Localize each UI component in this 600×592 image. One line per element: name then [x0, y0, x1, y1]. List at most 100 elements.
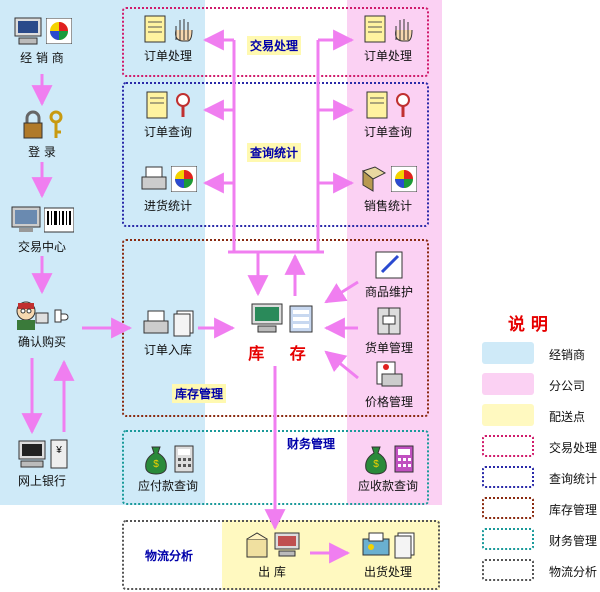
legend-swatch: [482, 342, 534, 364]
trade-left-node: 订单处理: [132, 12, 204, 63]
query-right-bottom-label: 销售统计: [363, 199, 412, 213]
trade-box: [122, 7, 429, 77]
query-left-top-label: 订单查询: [143, 125, 192, 139]
pen-icon: [375, 251, 403, 279]
hand-icon: [174, 19, 192, 42]
query-right-bottom-node: 销售统计: [352, 162, 424, 213]
product-maintenance-node: 商品维护: [358, 248, 420, 299]
query-right-top-node: 订单查询: [352, 88, 424, 139]
dealer-label: 经 销 商: [20, 51, 64, 65]
book-icon: [361, 166, 386, 192]
stock-node: 库 存: [232, 300, 332, 364]
computer-icon: [274, 532, 299, 557]
fax-icon: [362, 532, 389, 556]
query-right-top-label: 订单查询: [363, 125, 412, 139]
calculator-icon: [174, 445, 193, 473]
trade-right-node: 订单处理: [352, 12, 424, 63]
money-bag-icon: $: [144, 446, 167, 475]
legend-label: 库存管理: [549, 503, 598, 517]
computer-icon: [251, 303, 283, 333]
online-bank-node: ¥ 网上银行: [2, 437, 82, 488]
finance-section-label: 财务管理: [287, 437, 336, 451]
pie-chart-icon: [390, 166, 417, 192]
database-icon: [289, 305, 313, 333]
trade-right-label: 订单处理: [363, 49, 412, 63]
legend-swatch: [482, 528, 534, 550]
magnifier-icon: [175, 93, 190, 117]
login-node: 登 录: [2, 108, 82, 159]
dealer-node: 经 销 商: [2, 14, 82, 65]
legend-swatch: [482, 497, 534, 519]
document-icon: [144, 15, 165, 43]
legend-label: 物流分析: [549, 565, 598, 579]
query-left-bottom-node: 进货统计: [132, 162, 204, 213]
price-management-node: 价格管理: [358, 358, 420, 409]
legend-label: 经销商: [549, 348, 586, 362]
trading-center-label: 交易中心: [17, 240, 66, 254]
svg-text:$: $: [373, 459, 379, 470]
login-label: 登 录: [28, 145, 56, 159]
legend-label: 查询统计: [549, 472, 598, 486]
person-icon: [16, 301, 48, 330]
product-maintenance-label: 商品维护: [364, 285, 413, 299]
legend-label: 财务管理: [549, 534, 598, 548]
pointing-hand-icon: [54, 309, 68, 323]
computer-icon: [14, 17, 41, 45]
price-sheet-icon: [376, 361, 403, 387]
logistics-section-label: 物流分析: [145, 549, 194, 563]
padlock-icon: [23, 110, 42, 139]
payable-query-label: 应付款查询: [137, 479, 198, 493]
svg-text:¥: ¥: [55, 445, 62, 456]
printer-icon: [141, 166, 166, 190]
legend-label: 配送点: [549, 410, 586, 424]
paper-stack-icon: [173, 310, 193, 337]
key-icon: [49, 110, 62, 138]
query-left-top-node: 订单查询: [132, 88, 204, 139]
pie-chart-icon: [45, 18, 72, 44]
box-icon: [246, 532, 267, 558]
query-section-label: 查询统计: [247, 143, 302, 162]
confirm-purchase-label: 确认购买: [17, 335, 66, 349]
computer-icon: [18, 440, 45, 468]
pie-chart-icon: [170, 166, 197, 192]
magnifier-icon: [395, 93, 410, 117]
shipping-label: 出货处理: [363, 565, 412, 579]
query-left-bottom-label: 进货统计: [143, 199, 192, 213]
outbound-node: 出 库: [232, 528, 312, 579]
shelf-management-node: 货单管理: [358, 304, 420, 355]
receivable-query-label: 应收款查询: [357, 479, 418, 493]
paper-stack-icon: [394, 532, 414, 559]
atm-icon: ¥: [50, 439, 67, 469]
legend-swatch: [482, 404, 534, 426]
svg-text:$: $: [153, 459, 159, 470]
price-management-label: 价格管理: [364, 395, 413, 409]
monitor-icon: [11, 206, 40, 232]
receivable-query-node: $ 应收款查询: [348, 442, 428, 493]
trading-center-node: 交易中心: [2, 203, 82, 254]
document-icon: [146, 91, 167, 119]
legend-swatch: [482, 435, 534, 457]
inventory-section-label: 库存管理: [172, 384, 227, 403]
query-box: [122, 82, 429, 227]
shelf-management-label: 货单管理: [364, 341, 413, 355]
trade-section-label: 交易处理: [247, 36, 302, 55]
legend-swatch: [482, 559, 534, 581]
payable-query-node: $ 应付款查询: [128, 442, 208, 493]
stock-label: 库 存: [248, 344, 316, 363]
shipping-node: 出货处理: [348, 528, 428, 579]
online-bank-label: 网上银行: [17, 474, 66, 488]
document-icon: [364, 15, 385, 43]
order-entry-node: 订单入库: [132, 306, 204, 357]
printer-icon: [143, 310, 168, 334]
calculator-icon: [394, 445, 413, 473]
legend-swatch: [482, 373, 534, 395]
order-entry-label: 订单入库: [143, 343, 192, 357]
money-bag-icon: $: [364, 446, 387, 475]
legend-label: 分公司: [549, 379, 586, 393]
confirm-purchase-node: 确认购买: [2, 298, 82, 349]
legend-swatch: [482, 466, 534, 488]
ledger-icon: [377, 307, 401, 335]
trade-left-label: 订单处理: [143, 49, 192, 63]
outbound-label: 出 库: [258, 565, 286, 579]
